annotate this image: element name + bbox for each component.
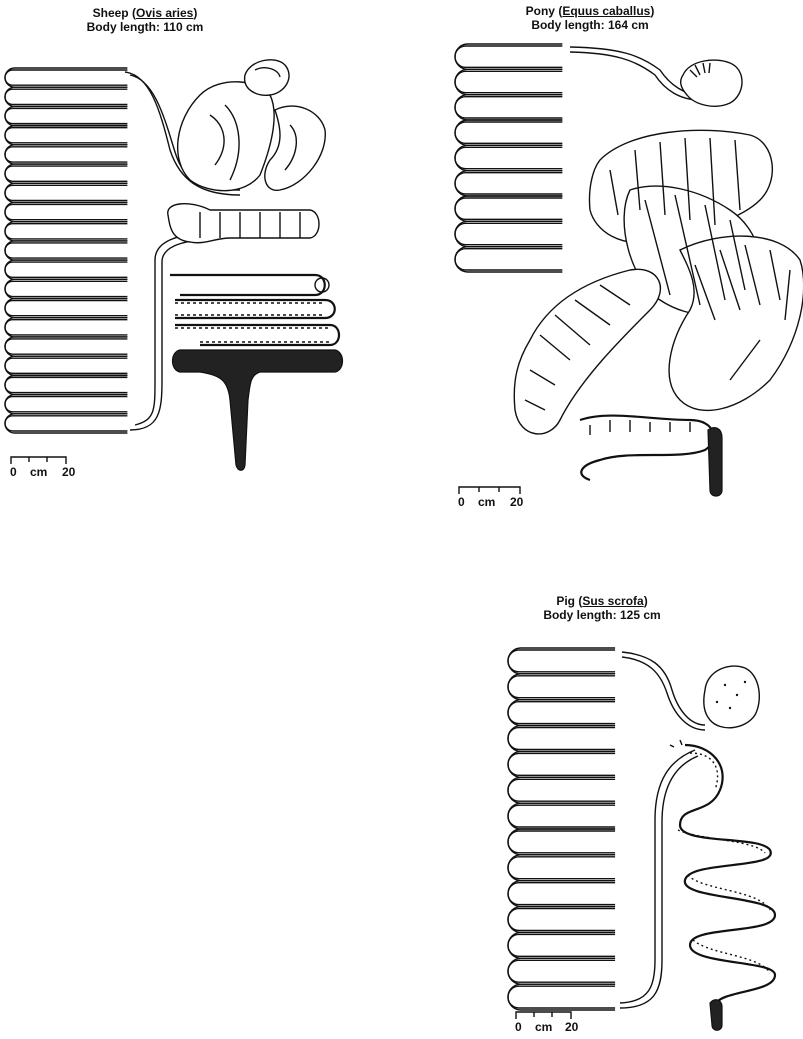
pig-scale-start: 0: [515, 1020, 522, 1034]
pig-scale-unit: cm: [535, 1020, 552, 1034]
pig-scale-end: 20: [565, 1020, 578, 1034]
pig-stomach-icon: [695, 660, 765, 735]
pig-large-intestine-icon: [660, 735, 790, 1035]
